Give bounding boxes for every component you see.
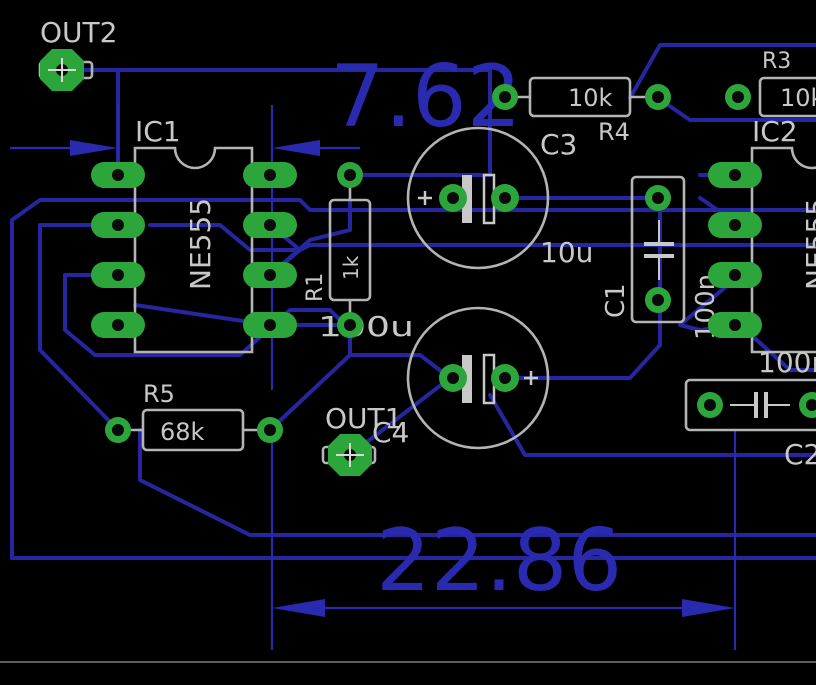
out2-pad[interactable]: [40, 49, 84, 91]
trace: [60, 68, 492, 177]
c2: 100n C2: [684, 346, 816, 471]
r5-ref-label: R5: [143, 380, 175, 408]
c3-ref-label: C3: [540, 128, 577, 161]
pads: [40, 49, 816, 476]
ic1-pad[interactable]: [243, 162, 297, 188]
ic1-pad[interactable]: [243, 262, 297, 288]
r4-value-label: 10k: [568, 84, 613, 112]
r3: R3 10k: [758, 49, 816, 118]
ic1-pad[interactable]: [243, 312, 297, 338]
c4: 100u C4: [318, 306, 550, 450]
r4: 10k R4: [512, 76, 648, 146]
c3-pad[interactable]: [439, 184, 467, 212]
c2-value-label: 100n: [758, 346, 816, 379]
ic1-pad[interactable]: [91, 162, 145, 188]
c4-pad[interactable]: [439, 364, 467, 392]
ic2-pad[interactable]: [708, 212, 762, 238]
c4-pad[interactable]: [491, 364, 519, 392]
out2-label: OUT2: [40, 16, 117, 49]
c3: C3 10u: [406, 126, 593, 270]
ic1-pad[interactable]: [91, 312, 145, 338]
ic2-ref-label: IC2: [752, 115, 798, 148]
r5-pad[interactable]: [257, 417, 283, 443]
r5-pad[interactable]: [105, 417, 131, 443]
c1-pad[interactable]: [645, 185, 671, 211]
c4-ref-label: C4: [372, 416, 409, 449]
r4-pad[interactable]: [645, 84, 671, 110]
ic1-pad[interactable]: [243, 212, 297, 238]
c1-ref-label: C1: [601, 283, 631, 318]
c1-pad[interactable]: [645, 287, 671, 313]
trace: [38, 223, 120, 432]
r5-value-label: 68k: [160, 418, 205, 446]
r4-ref-label: R4: [598, 118, 630, 146]
trace: [148, 223, 816, 252]
r4-pad[interactable]: [492, 84, 518, 110]
trace: [738, 323, 816, 372]
r1-pad[interactable]: [337, 162, 363, 188]
dimension-label-top: 7.62: [330, 47, 521, 147]
trace: [348, 328, 452, 380]
r5: R5 68k: [125, 380, 262, 452]
ic2-pad[interactable]: [708, 162, 762, 188]
ic2-pad[interactable]: [708, 262, 762, 288]
trace: [488, 393, 816, 457]
out1-pad[interactable]: [328, 434, 372, 476]
trace: [503, 298, 662, 380]
ic2-pad[interactable]: [708, 312, 762, 338]
ic2: IC2 NE555: [750, 115, 816, 354]
dimension-top: 7.62: [10, 47, 521, 390]
ic1-pad[interactable]: [91, 262, 145, 288]
trace: [268, 353, 352, 432]
out1-label: OUT1: [325, 402, 402, 435]
c2-pad[interactable]: [697, 392, 723, 418]
trace: [656, 96, 816, 122]
trace: [10, 198, 816, 560]
ic1-value-label: NE555: [184, 198, 217, 290]
r1-ref-label: R1: [303, 273, 328, 302]
ic2-value-label: NE555: [800, 198, 816, 290]
c3-value-label: 10u: [540, 236, 593, 269]
r1-pad[interactable]: [337, 312, 363, 338]
c2-ref-label: C2: [784, 438, 816, 471]
dimension-bottom: 22.86: [270, 430, 737, 650]
c3-pad[interactable]: [491, 184, 519, 212]
r3-value-label: 10k: [780, 84, 816, 112]
r1: 1k R1: [303, 178, 372, 322]
trace: [628, 43, 816, 100]
trace: [138, 428, 816, 537]
r3-pad[interactable]: [725, 84, 751, 110]
c4-value-label: 100u: [318, 310, 414, 343]
ic1: IC1 NE555: [133, 115, 254, 354]
dimension-label-bottom: 22.86: [376, 511, 622, 611]
r3-ref-label: R3: [762, 49, 791, 74]
out1-connector: OUT1: [321, 402, 402, 465]
ic1-pad[interactable]: [91, 212, 145, 238]
c2-pad[interactable]: [799, 392, 816, 418]
trace: [63, 273, 352, 357]
ic1-ref-label: IC1: [135, 115, 181, 148]
c1: C1 100n: [601, 175, 721, 340]
r1-value-label: 1k: [339, 255, 363, 280]
